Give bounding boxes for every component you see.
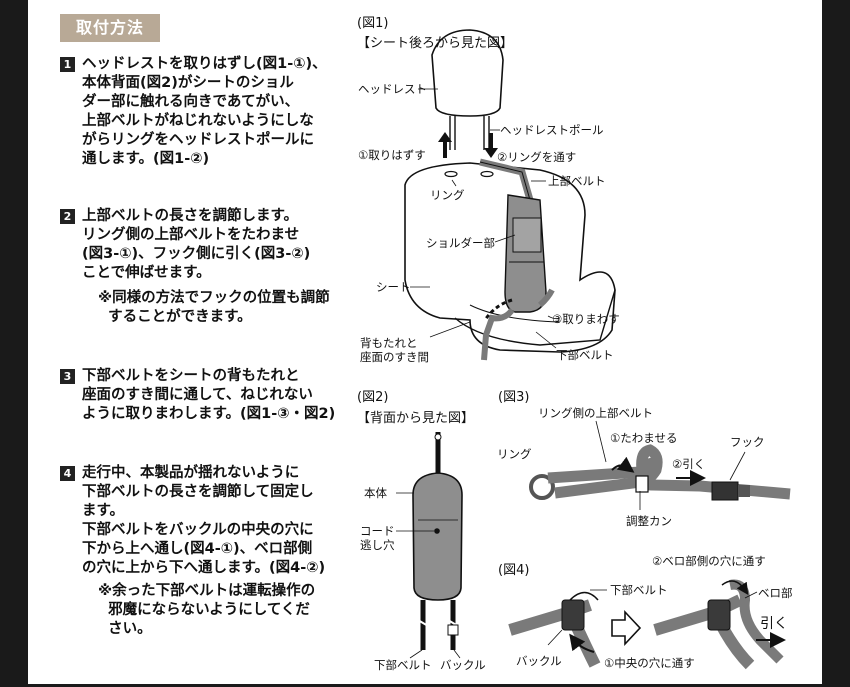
label-lower-belt: 下部ベルト bbox=[556, 348, 614, 362]
label-pass-ring: ②リングを通す bbox=[497, 150, 577, 164]
label-buckle: バックル bbox=[440, 658, 486, 672]
step-number: 4 bbox=[60, 466, 75, 481]
label-pull: ②引く bbox=[672, 457, 706, 471]
label-hook: フック bbox=[730, 435, 765, 449]
step-note: ※余った下部ベルトは運転操作の 邪魔にならないようにしてくだ さい。 bbox=[98, 583, 316, 637]
fig2-title: (図2) bbox=[357, 390, 389, 405]
label-seat: シート bbox=[376, 280, 411, 294]
step-text: 走行中、本製品が揺れないように 下部ベルトの長さを調節して固定し ます。 下部ベ… bbox=[82, 465, 326, 576]
label-body: 本体 bbox=[364, 486, 387, 500]
label-slack: ①たわませる bbox=[610, 431, 678, 445]
fig1-title: (図1) bbox=[357, 16, 389, 31]
step-note: ※同様の方法でフックの位置も調節 することができます。 bbox=[98, 290, 330, 325]
label-gap: 背もたれと 座面のすき間 bbox=[360, 336, 429, 364]
label-cord-hole: コード 逃し穴 bbox=[360, 524, 395, 552]
label-tongue-hole: ②ベロ部側の穴に通す bbox=[652, 554, 766, 568]
label-lower-belt: 下部ベルト bbox=[374, 658, 432, 672]
fig4-drawing bbox=[508, 579, 786, 670]
label-remove: ①取りはずす bbox=[358, 148, 426, 162]
fig1-drawing bbox=[404, 29, 616, 361]
step-number: 1 bbox=[60, 57, 75, 72]
label-tongue: ベロ部 bbox=[758, 586, 793, 600]
label-adjuster: 調整カン bbox=[626, 514, 672, 528]
label-upper-belt: 上部ベルト bbox=[548, 174, 606, 188]
label-ring: リング bbox=[497, 447, 532, 461]
step-number: 2 bbox=[60, 209, 75, 224]
fig2-subtitle: 【背面から見た図】 bbox=[357, 411, 475, 426]
fig2-drawing bbox=[396, 432, 463, 659]
label-ring: リング bbox=[430, 188, 465, 202]
label-headrest: ヘッドレスト bbox=[358, 82, 427, 96]
label-buckle: バックル bbox=[516, 654, 562, 668]
step-text: ヘッドレストを取りはずし(図1-①)、 本体背面(図2)がシートのショル ダー部… bbox=[82, 56, 327, 167]
label-headrest-pole: ヘッドレストポール bbox=[500, 123, 604, 137]
label-shoulder: ショルダー部 bbox=[426, 236, 495, 250]
step-number: 3 bbox=[60, 369, 75, 384]
fig3-drawing bbox=[529, 420, 791, 510]
fig3-title: (図3) bbox=[498, 390, 530, 405]
left-border bbox=[0, 0, 28, 687]
fig4-title: (図4) bbox=[498, 563, 530, 578]
bottom-border bbox=[0, 684, 850, 687]
label-route: ③取りまわす bbox=[552, 312, 620, 326]
section-title: 取付方法 bbox=[60, 14, 160, 42]
right-border bbox=[822, 0, 850, 687]
label-center-hole: ①中央の穴に通す bbox=[604, 656, 695, 670]
step-text: 下部ベルトをシートの背もたれと 座面のすき間に通して、ねじれない ように取りまわ… bbox=[82, 368, 336, 422]
step-text: 上部ベルトの長さを調節します。 リング側の上部ベルトをたわませ (図3-①)、フ… bbox=[82, 208, 311, 281]
label-lower-belt: 下部ベルト bbox=[610, 583, 668, 597]
fig1-subtitle: 【シート後ろから見た図】 bbox=[357, 36, 514, 51]
label-pull: 引く bbox=[760, 616, 788, 632]
label-ring-side-belt: リング側の上部ベルト bbox=[538, 406, 653, 420]
